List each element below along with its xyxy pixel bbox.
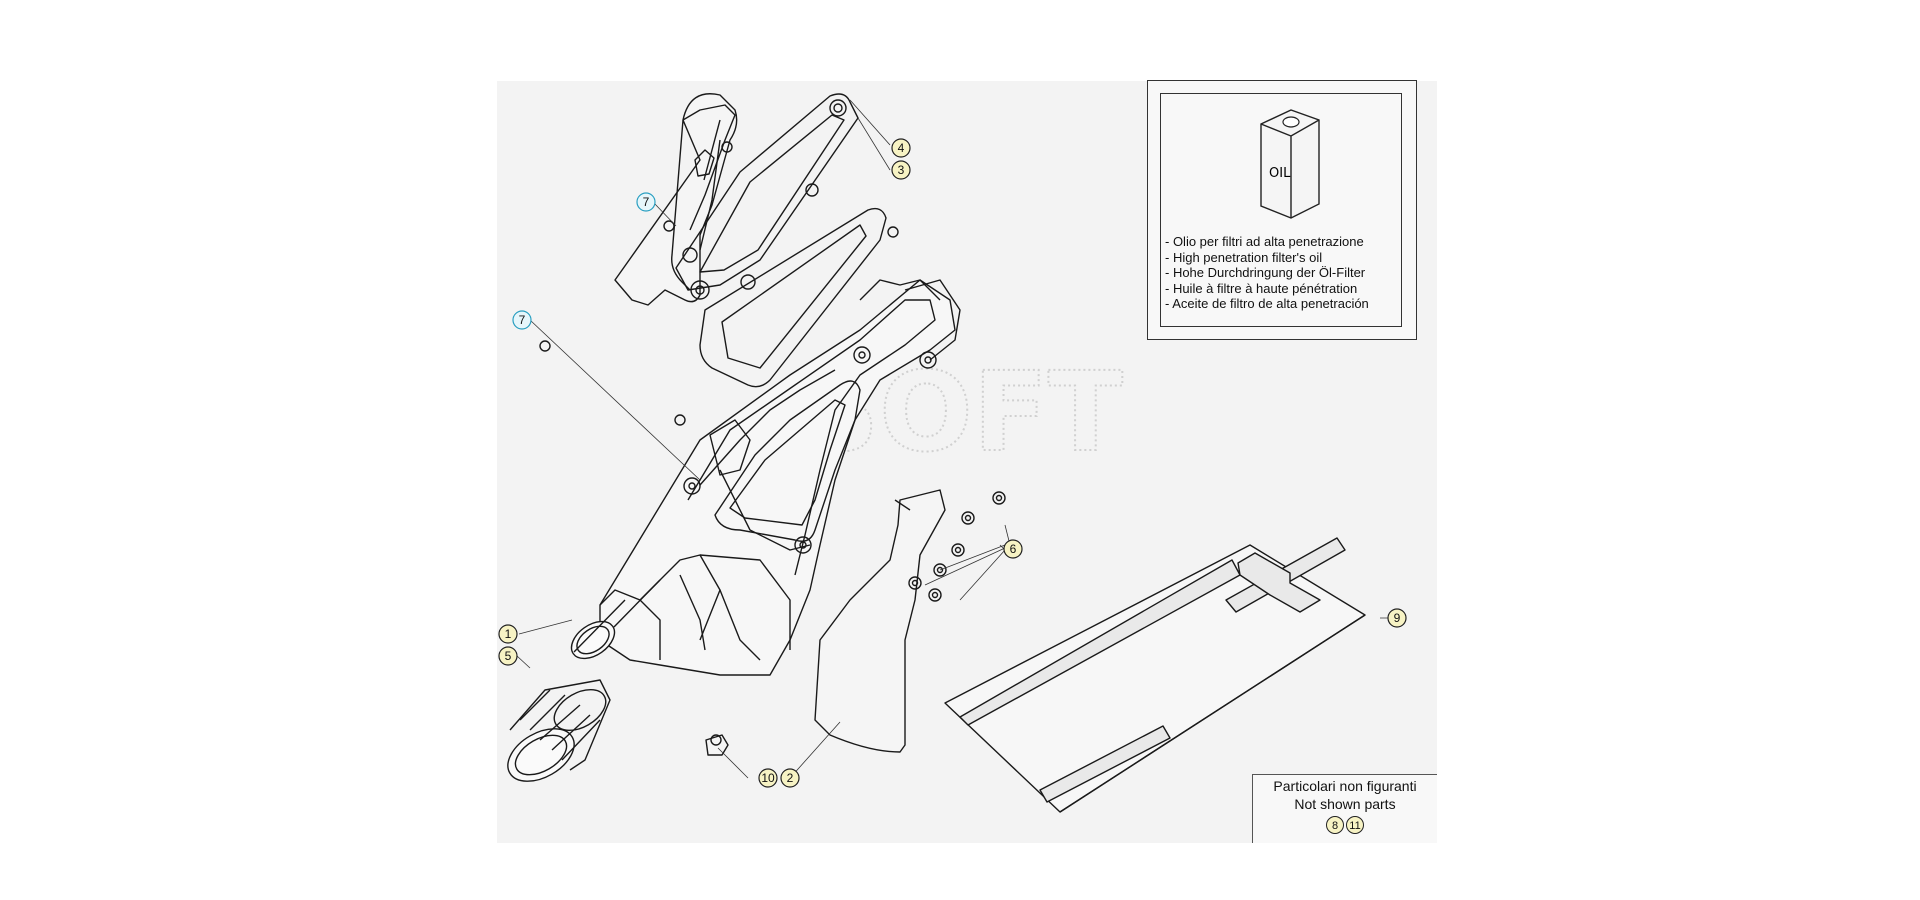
foam-strips-part-9	[944, 537, 1366, 813]
callout-c7a[interactable]: 7	[636, 192, 656, 212]
callout-number: 1	[505, 627, 512, 641]
callout-circle	[758, 768, 778, 788]
not-shown-title-en: Not shown parts	[1294, 796, 1396, 812]
callout-c2[interactable]: 2	[780, 768, 800, 788]
callout-circle	[1003, 539, 1023, 559]
callout-c4[interactable]: 4	[891, 138, 911, 158]
legend-line-it: - Olio per filtri ad alta penetrazione	[1165, 234, 1364, 249]
callout-circle	[512, 310, 532, 330]
not-shown-title-it: Particolari non figuranti	[1273, 778, 1417, 794]
callout-circle	[498, 624, 518, 644]
callout-number: 3	[898, 163, 905, 177]
oil-can-icon: OIL	[1260, 109, 1320, 219]
air-filter-cage-part-4	[614, 93, 859, 306]
callout-circle	[780, 768, 800, 788]
oil-legend-text: - Olio per filtri ad alta penetrazione -…	[1165, 234, 1369, 312]
nuts-part-7	[539, 141, 899, 426]
callout-number: 2	[787, 771, 794, 785]
callout-number: 4	[898, 141, 905, 155]
not-shown-ref-11[interactable]: 11	[1346, 816, 1364, 834]
callout-circle	[891, 160, 911, 180]
oil-legend-box: OIL - Olio per filtri ad alta penetrazio…	[1147, 80, 1417, 340]
callout-c5[interactable]: 5	[498, 646, 518, 666]
callout-c3[interactable]: 3	[891, 160, 911, 180]
callout-c10[interactable]: 10	[758, 768, 778, 788]
callout-c9[interactable]: 9	[1387, 608, 1407, 628]
callout-circle	[1387, 608, 1407, 628]
legend-line-de: - Hohe Durchdringung der Öl-Filter	[1165, 265, 1366, 280]
legend-line-es: - Aceite de filtro de alta penetración	[1165, 296, 1369, 311]
airbox-housing-part-1	[570, 279, 961, 676]
callout-circle	[636, 192, 656, 212]
oil-legend-inner-frame: OIL - Olio per filtri ad alta penetrazio…	[1160, 93, 1402, 327]
callout-number: 7	[519, 313, 526, 327]
legend-line-en: - High penetration filter's oil	[1165, 249, 1323, 265]
callout-number: 5	[505, 649, 512, 663]
callout-c7b[interactable]: 7	[512, 310, 532, 330]
callout-number: 6	[1010, 542, 1017, 556]
legend-line-fr: - Huile à filtre à haute pénétration	[1165, 280, 1358, 296]
not-shown-refs: 8 11	[1253, 816, 1437, 834]
callout-number: 10	[761, 771, 775, 785]
drain-plug-part-10	[705, 734, 729, 756]
air-filter-part-3	[699, 207, 887, 388]
callout-c6[interactable]: 6	[1003, 539, 1023, 559]
not-shown-ref-8[interactable]: 8	[1326, 816, 1344, 834]
mud-flap-part-2	[814, 489, 946, 753]
oil-can-label: OIL	[1269, 166, 1291, 181]
callout-circle	[498, 646, 518, 666]
callout-c1[interactable]: 1	[498, 624, 518, 644]
screws-part-6	[908, 491, 1006, 602]
callout-circle	[891, 138, 911, 158]
callout-number: 7	[643, 195, 650, 209]
not-shown-parts-box: Particolari non figuranti Not shown part…	[1252, 774, 1437, 843]
callout-number: 9	[1394, 611, 1401, 625]
intake-boot-part-5	[507, 679, 611, 782]
